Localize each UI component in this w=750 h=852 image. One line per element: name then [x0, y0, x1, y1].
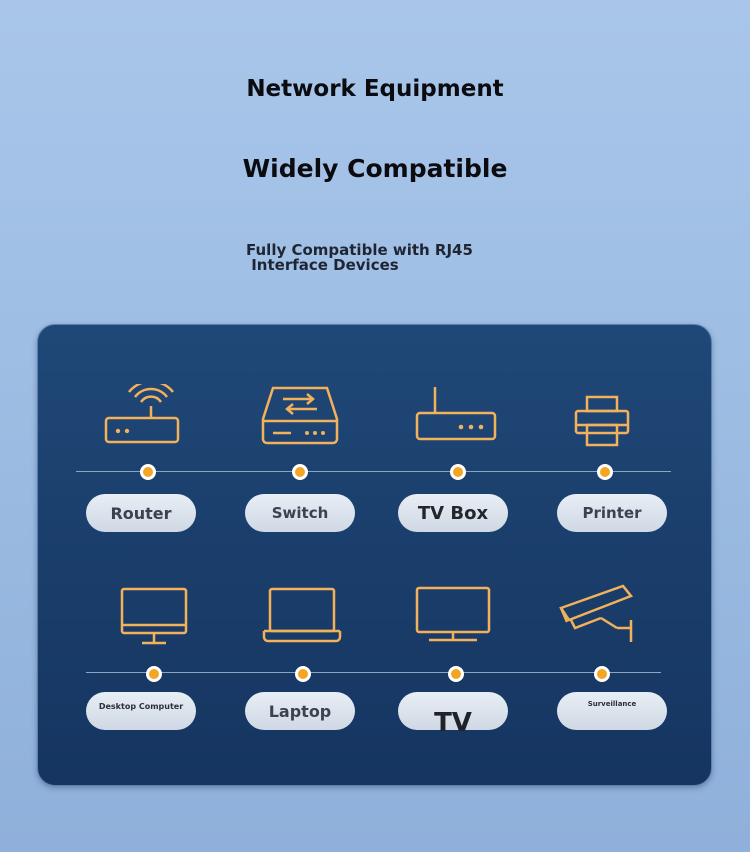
device-label-printer: Printer	[557, 494, 667, 532]
timeline-dot	[292, 464, 308, 480]
device-label-desktop-computer: Desktop Computer	[86, 692, 196, 730]
device-label-tv-box: TV Box	[398, 494, 508, 532]
device-label-router: Router	[86, 494, 196, 532]
timeline-dot	[448, 666, 464, 682]
headline: Network Equipment	[246, 76, 504, 102]
switch-icon	[261, 385, 339, 447]
timeline-dot	[140, 464, 156, 480]
tv-box-icon	[415, 383, 497, 443]
timeline-dot	[146, 666, 162, 682]
printer-icon	[574, 395, 630, 447]
desktop-monitor-icon	[120, 587, 188, 647]
timeline-row-1	[76, 471, 671, 472]
timeline-dot	[295, 666, 311, 682]
security-camera-icon	[557, 582, 637, 648]
timeline-dot	[594, 666, 610, 682]
device-label-laptop: Laptop	[245, 692, 355, 730]
description: Fully Compatible with RJ45 Interface Dev…	[246, 241, 473, 274]
router-icon	[104, 384, 182, 446]
device-label-tv: TV	[398, 692, 508, 736]
tv-icon	[415, 586, 491, 644]
timeline-row-2	[86, 672, 661, 673]
device-label-surveillance: Surveillance	[557, 692, 667, 730]
laptop-icon	[262, 587, 342, 645]
timeline-dot	[450, 464, 466, 480]
timeline-dot	[597, 464, 613, 480]
device-label-switch: Switch	[245, 494, 355, 532]
subheadline: Widely Compatible	[242, 154, 508, 183]
